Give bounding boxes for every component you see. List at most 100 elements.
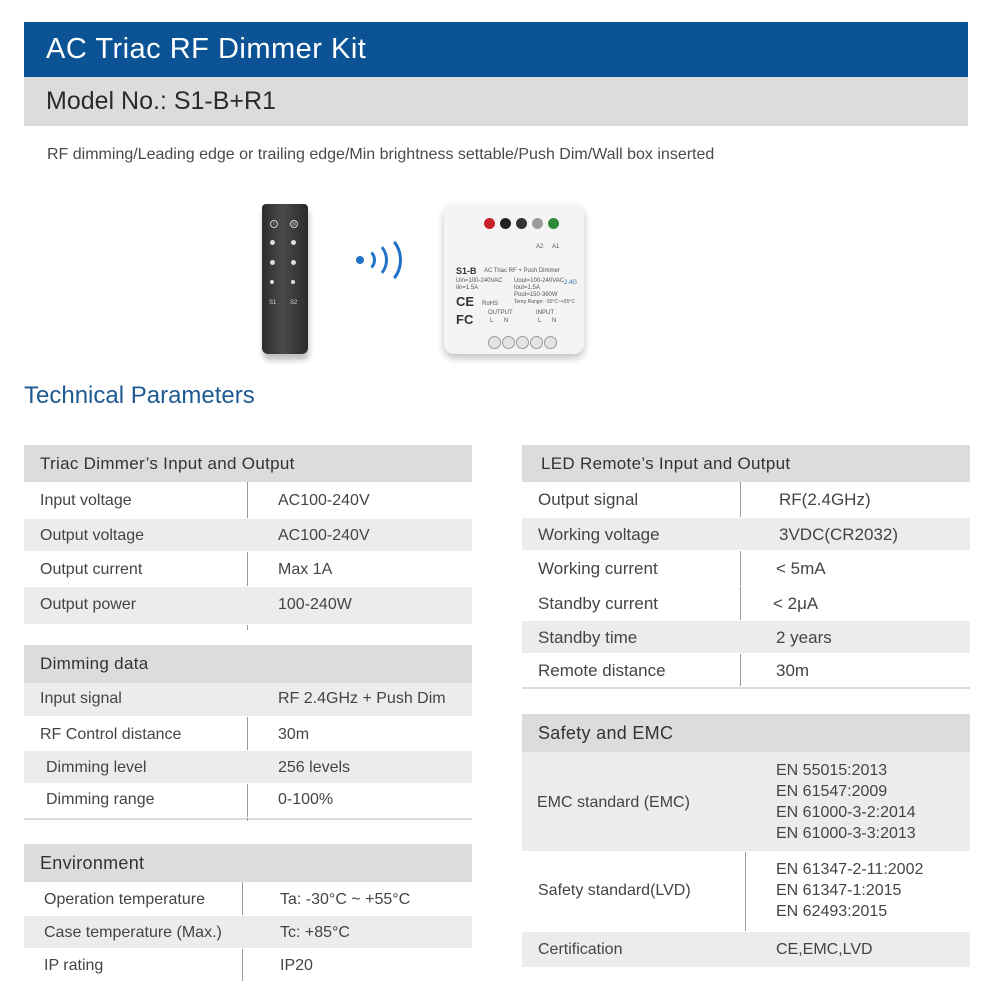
freq-label: 2.4G (564, 280, 578, 286)
spec-right-4: Temp Range: -30°C~+55°C (514, 299, 575, 305)
column-divider (740, 482, 741, 686)
power-icon: ○ (270, 220, 278, 228)
table-row: Output voltage AC100-240V (24, 519, 472, 552)
screw-terminal (530, 336, 543, 349)
table-bottom-rule (24, 818, 472, 820)
page-title: AC Triac RF Dimmer Kit (46, 33, 367, 65)
terminal-gray (532, 218, 543, 229)
terminal-black (500, 218, 511, 229)
row-value: EN 61547:2009 (776, 783, 888, 800)
brightness-high-icon (291, 260, 296, 265)
row-value: EN 55015:2013 (776, 762, 888, 779)
dimmer-module-image: A2 A1 S1-B AC Triac RF + Push Dimmer Uin… (444, 204, 584, 354)
row-value: CE,EMC,LVD (776, 941, 873, 958)
input-label: INPUT (536, 310, 554, 316)
row-value: IP20 (280, 957, 313, 974)
row-label: Standby current (538, 594, 659, 613)
remote-table: LED Remote’s Input and Output Output sig… (522, 445, 970, 689)
row-value: RF(2.4GHz) (779, 490, 871, 509)
row-value: AC100-240V (278, 492, 370, 509)
table-row: IP rating IP20 (24, 949, 472, 982)
row-label: Input voltage (40, 492, 132, 509)
table-row: RF Control distance 30m (24, 717, 472, 751)
page-title-bar: AC Triac RF Dimmer Kit (24, 22, 968, 77)
screw-terminal (544, 336, 557, 349)
screw-terminal (502, 336, 515, 349)
remote-control-image: ○ ◎ S1 S2 (262, 204, 308, 354)
table-row: Safety standard(LVD) EN 61347-2-11:2002 … (522, 852, 970, 932)
table-row: Working current < 5mA (522, 551, 970, 587)
row-value: AC100-240V (278, 527, 370, 544)
row-value: < 5mA (776, 559, 826, 578)
row-label: Certification (538, 941, 623, 958)
output-label: OUTPUT (488, 310, 513, 316)
column-divider (247, 482, 248, 630)
row-value: 30m (776, 661, 810, 680)
environment-table: Environment Operation temperature Ta: -3… (24, 844, 472, 982)
row-label: Safety standard(LVD) (538, 882, 691, 899)
screw-terminal (516, 336, 529, 349)
dimming-table: Dimming data Input signal RF 2.4GHz + Pu… (24, 645, 472, 821)
model-bar: Model No.: S1-B+R1 (24, 77, 968, 126)
table-row: Output signal RF(2.4GHz) (522, 482, 970, 518)
table-row: Output current Max 1A (24, 552, 472, 587)
a2-label: A2 (536, 244, 544, 250)
screw-terminal (488, 336, 501, 349)
row-value: RF 2.4GHz + Push Dim (278, 690, 446, 707)
table-row: Input voltage AC100-240V (24, 482, 472, 519)
row-value: 30m (278, 726, 310, 743)
row-value-list: EN 61347-2-11:2002 EN 61347-1:2015 EN 62… (776, 859, 923, 922)
safety-table: Safety and EMC EMC standard (EMC) EN 550… (522, 714, 970, 968)
section-title: Technical Parameters (24, 382, 255, 409)
brightness-low-icon (270, 260, 275, 265)
spec-left-1: Uin=100-240VAC (456, 278, 503, 284)
timer-icon (291, 280, 295, 284)
light-icon: ◎ (290, 220, 298, 228)
table-header: LED Remote’s Input and Output (522, 445, 970, 482)
remote-s1-label: S1 (269, 300, 277, 306)
table-row: Dimming level 256 levels (24, 751, 472, 784)
row-label: Standby time (538, 628, 638, 647)
table-row: Standby current < 2μA (522, 587, 970, 621)
row-value: 2 years (776, 628, 832, 647)
terminal-label: N (504, 318, 509, 324)
row-value: Ta: -30°C ~ +55°C (280, 891, 411, 908)
row-value: EN 61000-3-3:2013 (776, 825, 916, 842)
terminal-green (548, 218, 559, 229)
row-value: 100-240W (278, 596, 352, 613)
model-number: Model No.: S1-B+R1 (46, 87, 276, 115)
table-row: Remote distance 30m (522, 654, 970, 687)
row-value: 3VDC(CR2032) (779, 525, 899, 544)
row-value: EN 61000-3-2:2014 (776, 804, 916, 821)
triac-table: Triac Dimmer’s Input and Output Input vo… (24, 445, 472, 630)
terminal-red (484, 218, 495, 229)
row-label: IP rating (44, 957, 104, 974)
spec-left-2: Iin=1.5A (456, 285, 479, 291)
table-header: Environment (24, 844, 472, 882)
row-label: EMC standard (EMC) (537, 794, 690, 811)
rohs-mark: RoHS (482, 301, 499, 307)
mode-icon (270, 280, 274, 284)
feature-list: RF dimming/Leading edge or trailing edge… (47, 146, 715, 163)
fc-mark: FC (456, 312, 474, 327)
row-value: EN 61347-2-11:2002 (776, 861, 924, 878)
table-row: Standby time 2 years (522, 621, 970, 654)
row-value: Max 1A (278, 561, 333, 578)
terminal-label: N (552, 318, 557, 324)
ce-mark: CE (456, 294, 475, 309)
row-label: Output voltage (40, 527, 145, 544)
terminal-label: L (490, 318, 494, 324)
row-label: Output signal (538, 490, 639, 509)
table-row: Output power 100-240W (24, 587, 472, 625)
row-label: Case temperature (Max.) (44, 924, 222, 941)
table-row: Working voltage 3VDC(CR2032) (522, 518, 970, 551)
spec-right-2: Iout=1.5A (514, 285, 540, 291)
wireless-wave-icon (360, 234, 402, 286)
terminal-label: L (538, 318, 542, 324)
spec-right-3: Pout=150-360W (514, 292, 558, 298)
row-label: Working current (538, 559, 658, 578)
row-label: Dimming level (46, 759, 147, 776)
row-value: 0-100% (278, 791, 334, 808)
dim-down-icon (270, 240, 275, 245)
table-row: Input signal RF 2.4GHz + Push Dim (24, 683, 472, 717)
